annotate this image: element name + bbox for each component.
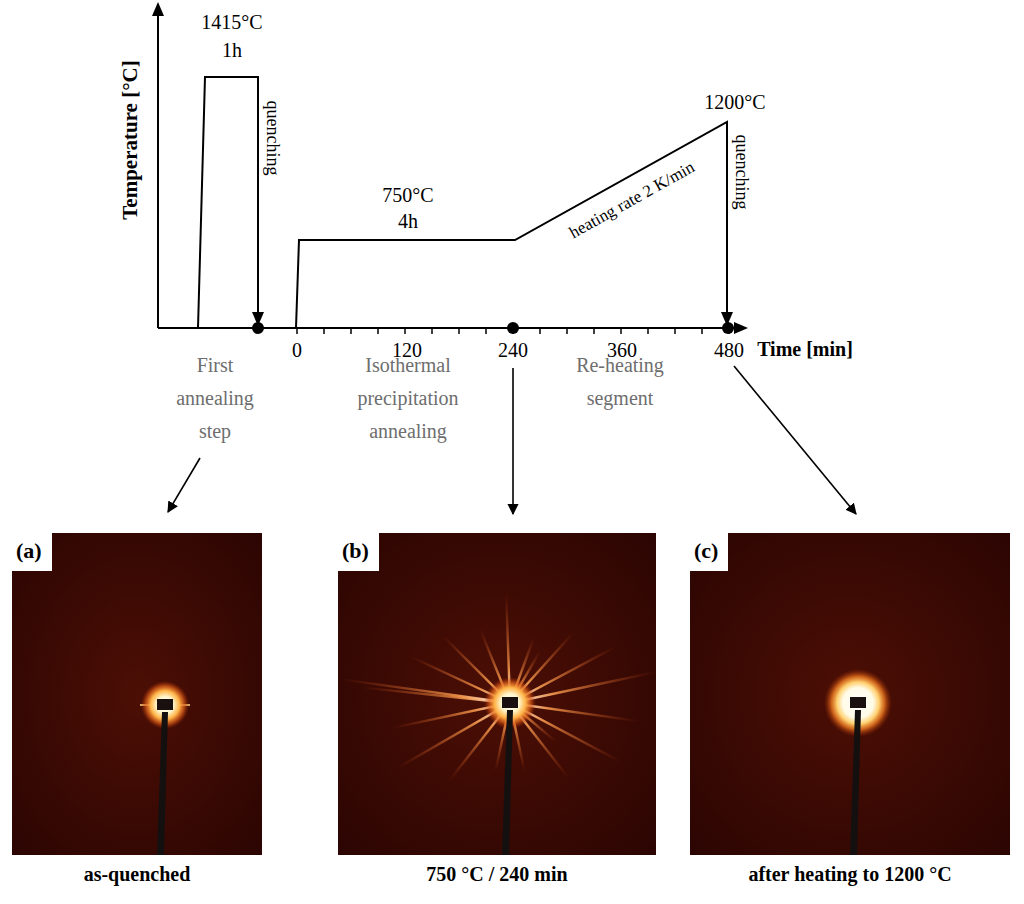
- laue-pattern: [12, 533, 262, 855]
- axis-tick: [593, 328, 595, 334]
- quench-arrowheads: [252, 312, 733, 326]
- axis-title: Temperature [°C]: [118, 60, 142, 219]
- tick-label: 480: [714, 339, 744, 362]
- axis-tick: [647, 328, 649, 334]
- axis-tick: [566, 328, 568, 334]
- segment-label: Isothermal precipitation annealing: [342, 349, 474, 448]
- panel-caption: 750 °C / 240 min: [338, 863, 656, 886]
- axis-tick: [350, 328, 352, 334]
- tick-label: 240: [498, 339, 528, 362]
- axis-tick: [701, 328, 703, 334]
- axis-tick: [674, 328, 676, 334]
- axis-tick: [458, 328, 460, 334]
- axis-tick: [485, 328, 487, 334]
- duration-value: 1h: [222, 39, 242, 62]
- panel-caption: as-quenched: [12, 863, 262, 886]
- panel-caption: after heating to 1200 °C: [690, 863, 1010, 886]
- axis-title: Time [min]: [757, 338, 853, 361]
- panel-letter: (c): [690, 533, 728, 571]
- pattern-panel: (a) as-quenched: [12, 533, 262, 886]
- panel-letter: (b): [338, 533, 379, 571]
- pattern-panel: (c) after heating to 1200 °C: [690, 533, 1010, 886]
- segment-label: First annealing step: [163, 349, 267, 448]
- axis-tick: [296, 328, 298, 334]
- axis-tick: [404, 328, 406, 334]
- axis-tick: [431, 328, 433, 334]
- temperature-profile: [198, 77, 727, 328]
- step-note: quenching: [263, 101, 284, 176]
- laue-pattern: [690, 533, 1010, 855]
- pattern-panel: (b) 750 °C / 240 min: [338, 533, 656, 886]
- pointer-arrows: [168, 366, 856, 514]
- axis-tick: [377, 328, 379, 334]
- step-note: quenching: [732, 135, 753, 210]
- segment-label: Re-heating segment: [564, 349, 676, 415]
- duration-value: 4h: [398, 210, 418, 233]
- tick-label: 0: [292, 339, 302, 362]
- temperature-value: 1415°C: [201, 11, 262, 34]
- axis-tick: [323, 328, 325, 334]
- axes: [152, 2, 748, 334]
- axis-tick: [620, 328, 622, 334]
- temperature-value: 750°C: [382, 184, 433, 207]
- temperature-value: 1200°C: [704, 91, 765, 114]
- panel-letter: (a): [12, 533, 52, 571]
- sample-points: [252, 322, 734, 334]
- laue-pattern: [338, 533, 657, 855]
- axis-tick: [539, 328, 541, 334]
